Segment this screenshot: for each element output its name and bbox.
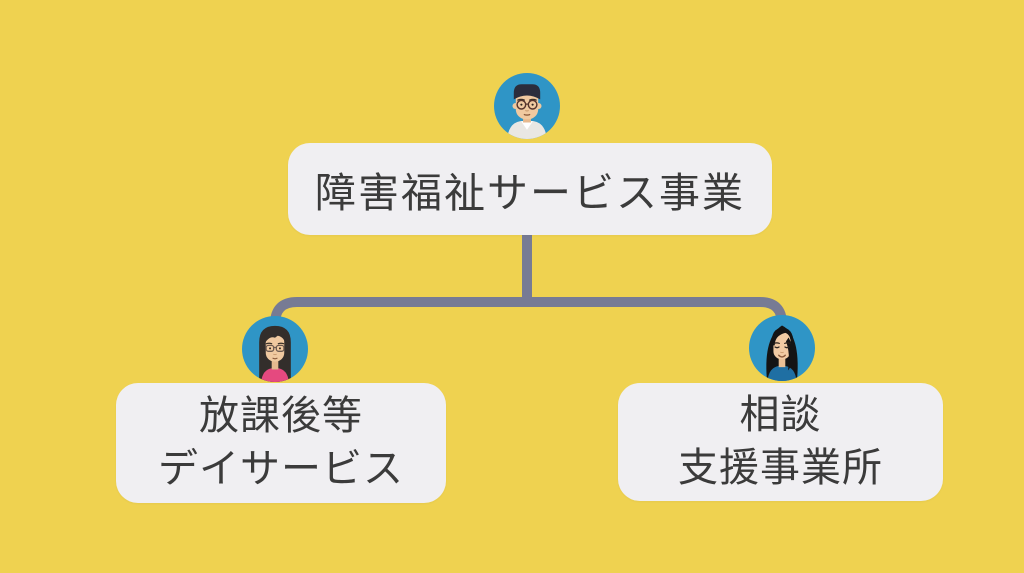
woman-long-hair-glasses-avatar-icon xyxy=(242,316,308,382)
woman-tied-hair-avatar-icon xyxy=(749,315,815,381)
node-right-label-line1: 相談 xyxy=(739,393,822,438)
node-root: 障害福祉サービス事業 xyxy=(288,143,772,235)
man-glasses-avatar-icon xyxy=(494,73,560,139)
node-consultation-support-office: 相談 支援事業所 xyxy=(618,383,943,501)
node-left-label-line1: 放課後等 xyxy=(199,394,363,439)
node-root-label: 障害福祉サービス事業 xyxy=(315,170,745,216)
node-left-label-line2: デイサービス xyxy=(158,447,404,491)
node-after-school-day-service: 放課後等 デイサービス xyxy=(116,383,446,503)
node-right-label-line2: 支援事業所 xyxy=(678,446,883,490)
